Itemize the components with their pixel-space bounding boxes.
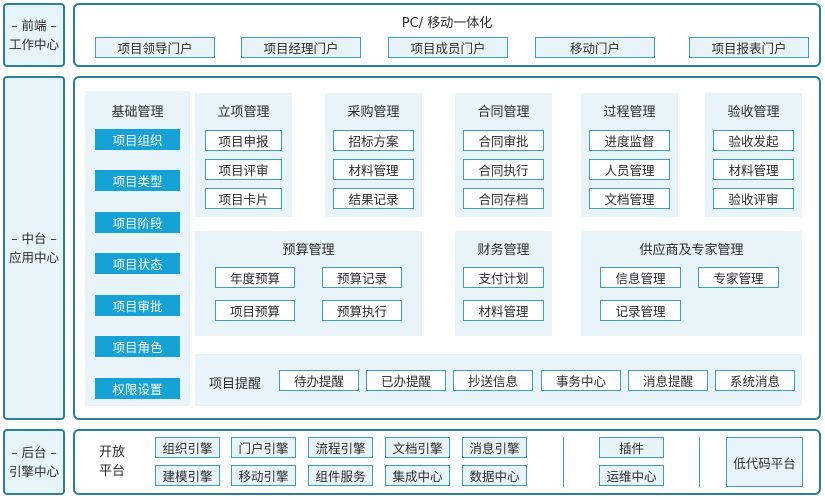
reminder-item[interactable]: 已办提醒 [366,370,446,391]
engine-item[interactable]: 组件服务 [308,465,373,486]
lowcode-platform[interactable]: 低代码平台 [726,437,803,487]
supplier-box: 供应商及专家管理 信息管理 专家管理 记录管理 [581,231,802,336]
finance-title: 财务管理 [477,243,530,258]
module-item[interactable]: 项目卡片 [205,188,282,209]
reminder-item[interactable]: 事务中心 [541,370,621,391]
finance-item[interactable]: 材料管理 [463,300,544,321]
module-acceptance: 验收管理 验收发起 材料管理 验收评审 [705,93,802,217]
reminder-item[interactable]: 消息提醒 [628,370,708,391]
engine-item[interactable]: 移动引擎 [231,465,296,486]
module-title: 过程管理 [603,105,656,120]
module-lixiang: 立项管理 项目申报 项目评审 项目卡片 [195,93,292,217]
supplier-item[interactable]: 专家管理 [698,267,779,288]
module-title: 立项管理 [217,105,270,120]
budget-item[interactable]: 预算执行 [322,300,402,321]
base-item-status[interactable]: 项目状态 [95,253,180,274]
base-mgmt-title: 基础管理 [111,105,164,120]
supplier-item[interactable]: 信息管理 [600,267,681,288]
module-title: 采购管理 [347,105,400,120]
module-item[interactable]: 人员管理 [589,159,670,180]
supplier-title: 供应商及专家管理 [639,243,744,258]
portal-report[interactable]: 项目报表门户 [689,37,809,58]
ops-item-plugin[interactable]: 插件 [599,437,664,458]
module-item[interactable]: 文档管理 [589,188,670,209]
budget-item[interactable]: 预算记录 [322,267,402,288]
supplier-item[interactable]: 记录管理 [600,300,681,321]
front-title: PC/ 移动一体化 [401,16,493,31]
module-item[interactable]: 合同执行 [463,159,544,180]
module-title: 合同管理 [477,105,530,120]
reminder-item[interactable]: 抄送信息 [453,370,533,391]
portal-leader[interactable]: 项目领导门户 [95,37,215,58]
budget-item[interactable]: 项目预算 [215,300,295,321]
base-item-type[interactable]: 项目类型 [95,170,180,191]
budget-box: 预算管理 年度预算 预算记录 项目预算 预算执行 [195,231,422,336]
reminder-item[interactable]: 待办提醒 [279,370,359,391]
engine-item[interactable]: 消息引擎 [462,437,527,458]
engine-item[interactable]: 数据中心 [462,465,527,486]
module-title: 验收管理 [727,105,780,120]
portal-mobile[interactable]: 移动门户 [535,37,655,58]
finance-item[interactable]: 支付计划 [463,267,544,288]
open-platform-label: 开放 平台 [99,445,126,479]
engine-item[interactable]: 门户引擎 [231,437,296,458]
module-item[interactable]: 进度监督 [589,130,670,151]
back-panel: 开放 平台 组织引擎 门户引擎 流程引擎 文档引擎 消息引擎 建模引擎 移动引擎… [73,429,821,495]
sidebar-middle-label: – 中台 – 应用中心 [3,76,65,420]
module-item[interactable]: 项目申报 [205,130,282,151]
engine-item[interactable]: 组织引擎 [155,437,220,458]
base-item-permission[interactable]: 权限设置 [95,378,180,399]
reminder-title: 项目提醒 [209,377,262,392]
module-item[interactable]: 项目评审 [205,159,282,180]
reminder-item[interactable]: 系统消息 [715,370,795,391]
module-item[interactable]: 验收发起 [713,130,794,151]
module-item[interactable]: 结果记录 [333,188,414,209]
sidebar-front-label: – 前端 – 工作中心 [3,3,65,67]
module-item[interactable]: 合同审批 [463,130,544,151]
module-process: 过程管理 进度监督 人员管理 文档管理 [581,93,678,217]
module-purchase: 采购管理 招标方案 材料管理 结果记录 [325,93,422,217]
sidebar-back-label: – 后台 – 引擎中心 [3,429,65,495]
engine-item[interactable]: 文档引擎 [385,437,450,458]
base-mgmt-box: 基础管理 项目组织 项目类型 项目阶段 项目状态 项目审批 项目角色 权限设置 [85,91,190,406]
base-item-approval[interactable]: 项目审批 [95,295,180,316]
divider-line [699,437,700,487]
budget-title: 预算管理 [282,243,335,258]
base-item-role[interactable]: 项目角色 [95,336,180,357]
ops-item-center[interactable]: 运维中心 [599,465,664,486]
module-item[interactable]: 验收评审 [713,188,794,209]
base-item-org[interactable]: 项目组织 [95,129,180,150]
divider-line [563,437,564,487]
base-item-stage[interactable]: 项目阶段 [95,212,180,233]
module-item[interactable]: 材料管理 [333,159,414,180]
reminder-box: 项目提醒 待办提醒 已办提醒 抄送信息 事务中心 消息提醒 系统消息 [195,354,802,406]
module-item[interactable]: 招标方案 [333,130,414,151]
portal-member[interactable]: 项目成员门户 [388,37,508,58]
engine-item[interactable]: 建模引擎 [155,465,220,486]
module-item[interactable]: 材料管理 [713,159,794,180]
front-panel: PC/ 移动一体化 项目领导门户 项目经理门户 项目成员门户 移动门户 项目报表… [73,3,821,67]
engine-item[interactable]: 流程引擎 [308,437,373,458]
portal-manager[interactable]: 项目经理门户 [241,37,361,58]
engine-item[interactable]: 集成中心 [385,465,450,486]
budget-item[interactable]: 年度预算 [215,267,295,288]
module-item[interactable]: 合同存档 [463,188,544,209]
middle-panel: 基础管理 项目组织 项目类型 项目阶段 项目状态 项目审批 项目角色 权限设置 … [73,76,821,420]
finance-box: 财务管理 支付计划 材料管理 [455,231,552,336]
module-contract: 合同管理 合同审批 合同执行 合同存档 [455,93,552,217]
